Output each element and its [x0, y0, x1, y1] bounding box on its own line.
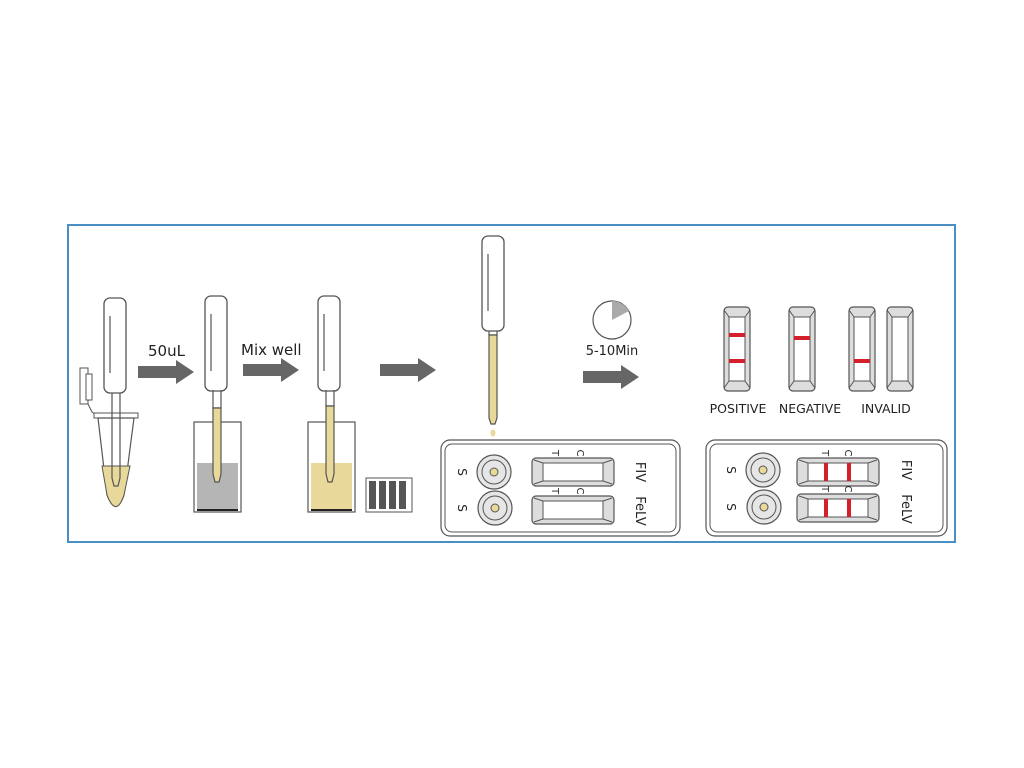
result-strip-positive: [723, 306, 751, 392]
control-label: C: [842, 450, 853, 457]
test-cassette-unused: S S T C T C FIV FeLV: [440, 439, 681, 537]
sample-label: S: [455, 504, 469, 512]
pipette-4: [481, 235, 505, 437]
felv-label: FeLV: [898, 494, 913, 524]
test-label: T: [819, 485, 830, 493]
result-strip-invalid-2: [886, 306, 914, 392]
fiv-label: FIV: [632, 462, 647, 482]
fiv-label: FIV: [898, 460, 913, 480]
timer-label: 5-10Min: [586, 344, 639, 359]
pipette-2: [204, 295, 228, 483]
result-strip-invalid-1: [848, 306, 876, 392]
clock-icon: [592, 300, 632, 340]
pipette-3: [317, 295, 341, 483]
test-cassette-result: S S T C T C FIV FeLV: [705, 439, 948, 537]
sample-label: S: [724, 503, 738, 511]
control-label: C: [842, 486, 853, 493]
step-volume-label: 50uL: [148, 342, 186, 360]
test-label: T: [819, 449, 830, 457]
mix-well-label: Mix well: [241, 341, 302, 359]
sample-label: S: [455, 468, 469, 476]
negative-label: NEGATIVE: [779, 401, 841, 416]
test-label: T: [549, 449, 560, 457]
invalid-label: INVALID: [861, 401, 911, 416]
sample-label: S: [724, 466, 738, 474]
control-label: C: [574, 488, 585, 495]
test-label: T: [549, 487, 560, 495]
control-label: C: [574, 450, 585, 457]
felv-label: FeLV: [632, 496, 647, 526]
positive-label: POSITIVE: [710, 401, 767, 416]
pipette-1: [103, 297, 127, 487]
barcode-icon: [365, 477, 413, 513]
result-strip-negative: [788, 306, 816, 392]
